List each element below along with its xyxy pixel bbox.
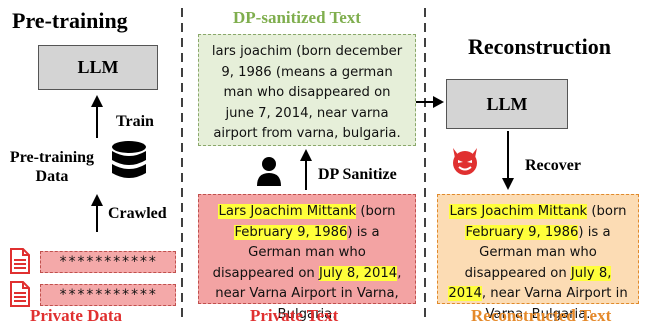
masked-record: *********** (40, 251, 176, 273)
pretraining-llm-box: LLM (38, 45, 158, 90)
llm-label: LLM (77, 57, 119, 77)
highlight-name: Lars Joachim Mittank (218, 204, 357, 219)
highlight-date: July 8, 2014 (318, 265, 398, 281)
dp-sanitized-text: lars joachim (born december 9, 1986 (mea… (211, 44, 403, 141)
private-text-box: Lars Joachim Mittank (born February 9, 1… (198, 194, 416, 322)
llm-label: LLM (486, 93, 528, 114)
text-segment: (born (356, 204, 396, 219)
dp-sanitized-title: DP-sanitized Text (233, 8, 361, 27)
document-icon (10, 248, 30, 274)
person-icon (257, 157, 281, 186)
private-text-caption: Private Text (250, 306, 339, 325)
arrow-to-llm (415, 96, 444, 108)
pretraining-data-label: Pre-training Data (9, 149, 95, 185)
dp-sanitized-text-box: lars joachim (born december 9, 1986 (mea… (198, 34, 416, 146)
text-segment: (born (587, 204, 627, 219)
text-segment: , near Varna Airport in Varna, Bulgaria. (215, 265, 402, 322)
train-label: Train (116, 113, 154, 130)
private-data-caption: Private Data (30, 306, 123, 325)
arrow-crawled (91, 194, 103, 232)
text-segment: ) is a German man who disappeared on (212, 224, 380, 281)
arrow-recover (502, 131, 514, 190)
reconstruction-title: Reconstruction (468, 34, 611, 59)
highlight-dob: February 9, 1986 (234, 224, 348, 240)
reconstructed-text-box: Lars Joachim Mittank (born February 9, 1… (437, 194, 639, 322)
reconstructed-text-caption: Reconstructed Text (471, 306, 612, 325)
reconstruction-llm-box: LLM (446, 79, 568, 129)
crawled-label: Crawled (108, 205, 167, 222)
highlight-dob: February 9, 1986 (465, 224, 579, 240)
devil-icon (453, 148, 477, 175)
arrow-dp-sanitize (300, 149, 312, 190)
recover-label: Recover (525, 157, 581, 174)
dp-sanitize-label: DP Sanitize (318, 166, 397, 183)
text-segment: ) is a German man who disappeared on (464, 224, 611, 281)
masked-record: *********** (40, 284, 176, 306)
pretraining-title: Pre-training (12, 8, 128, 33)
arrow-train (91, 95, 103, 138)
document-icon (10, 281, 30, 307)
highlight-name: Lars Joachim Mittank (449, 204, 588, 219)
database-icon (112, 141, 146, 178)
text-segment: , near Varna Airport in Varna, Bulgaria. (481, 286, 628, 322)
